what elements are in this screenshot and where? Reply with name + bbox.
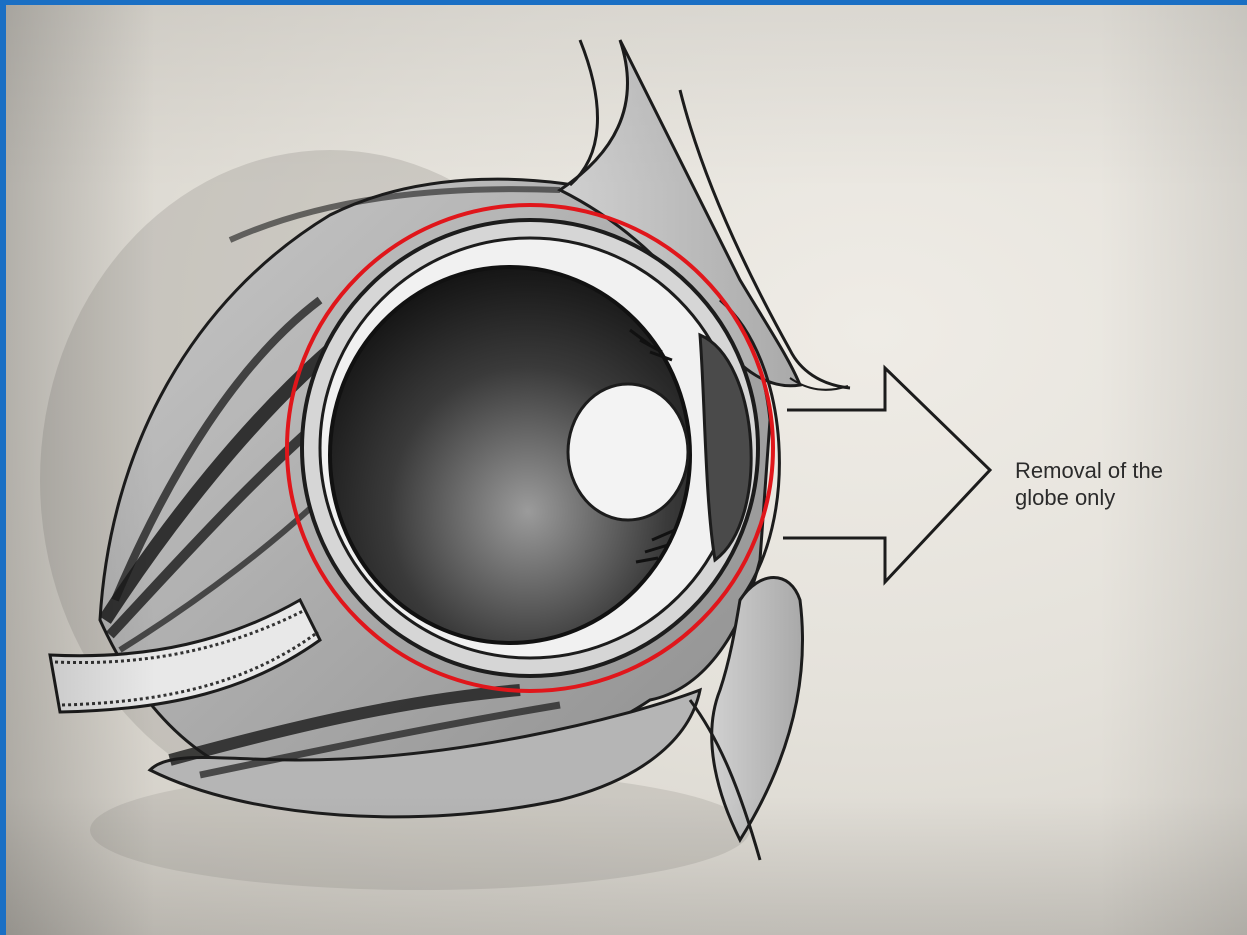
caption: Removal of the globe only	[1015, 457, 1240, 511]
caption-line-2: globe only	[1015, 484, 1240, 511]
caption-line-1: Removal of the	[1015, 457, 1240, 484]
right-arrow-icon	[783, 368, 990, 582]
scanned-page: Removal of the globe only	[6, 5, 1247, 935]
lens	[568, 384, 688, 520]
